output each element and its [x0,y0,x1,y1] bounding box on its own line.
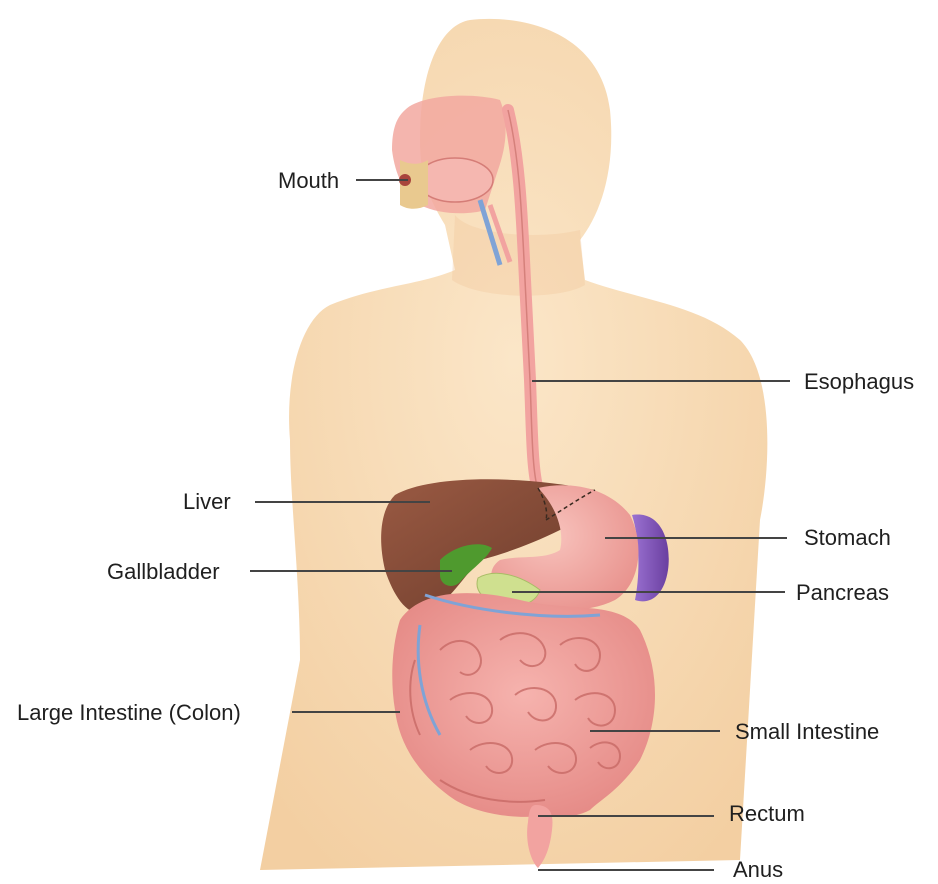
label-small-intestine: Small Intestine [735,719,879,745]
label-anus: Anus [733,857,783,883]
label-rectum: Rectum [729,801,805,827]
label-liver: Liver [183,489,231,515]
label-stomach: Stomach [804,525,891,551]
label-pancreas: Pancreas [796,580,889,606]
label-gallbladder: Gallbladder [107,559,220,585]
label-mouth: Mouth [278,168,339,194]
label-esophagus: Esophagus [804,369,914,395]
label-large-intestine: Large Intestine (Colon) [17,700,241,726]
